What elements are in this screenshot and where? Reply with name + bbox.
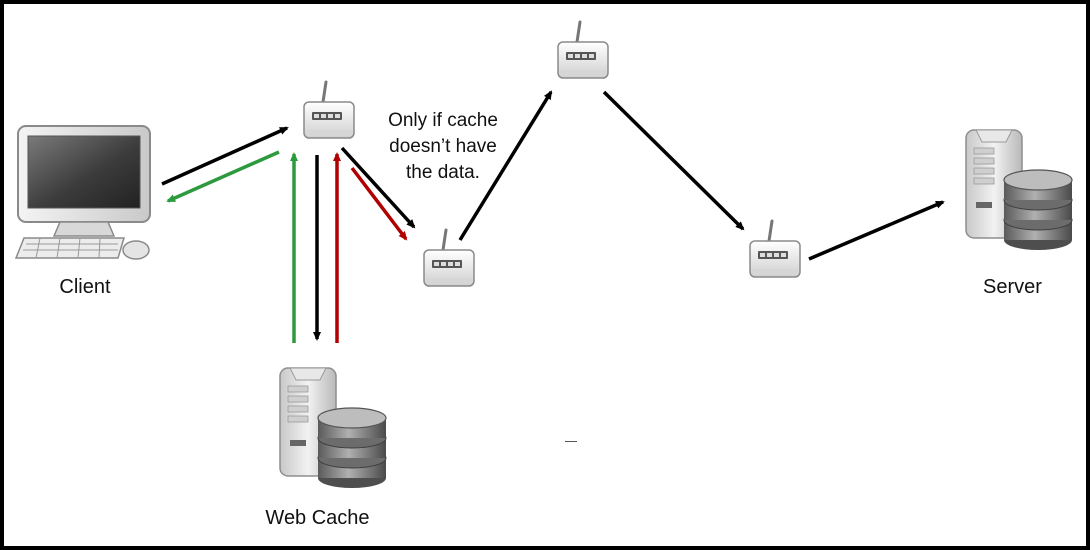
route-to-server-arrow [808,200,945,261]
route-arrow [602,90,745,231]
note-line: Only if cache [388,110,498,131]
note-line: the data. [406,162,480,183]
stray-dash [565,441,577,442]
route-arrow [458,90,553,241]
client-label: Client [59,276,111,298]
router-icon [302,80,356,140]
router-icon [556,20,610,80]
router-icon [748,219,802,279]
database-server-icon [279,367,387,489]
desktop-computer-icon [14,125,151,260]
database-server-icon [965,129,1073,251]
router-icon [422,228,476,288]
note-line: doesn’t have [389,136,497,157]
origin-response-arrow [350,166,408,241]
request-arrow [161,126,289,186]
server-label: Server [983,276,1042,298]
cache-miss-note: Only if cache doesn’t have the data. [372,108,514,186]
web-cache-label: Web Cache [265,507,370,529]
forward-request-arrow [340,146,416,229]
cached-response-arrow [166,150,280,203]
